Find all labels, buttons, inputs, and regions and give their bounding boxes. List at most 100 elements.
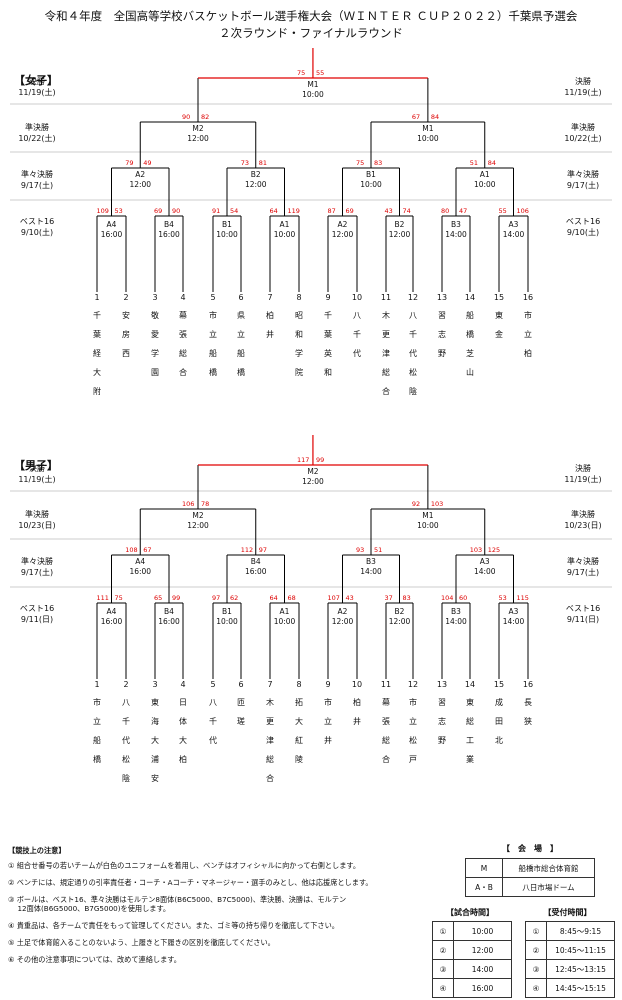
r16-score-right: 119 <box>287 207 300 215</box>
team-number: 2 <box>123 293 129 302</box>
r16-score-right: 99 <box>172 594 181 602</box>
page-title: 令和４年度 全国高等学校バスケットボール選手権大会（ＷＩＮＴＥＲ ＣＵＰ２０２２… <box>44 9 578 23</box>
match-code: M1 <box>307 80 319 89</box>
team-name: 安 房 西 <box>122 311 130 358</box>
match-code: A4 <box>106 607 117 616</box>
team-name: 市 立 船 橋 <box>209 311 217 377</box>
r16-score-right: 115 <box>516 594 529 602</box>
team-name: 千 葉 英 和 <box>324 311 332 377</box>
team-name: 八 千 代 <box>209 698 217 745</box>
venue-heading: 【 会 場 】 <box>502 844 558 853</box>
slot-time: 14:45～15:15 <box>546 978 615 998</box>
women-round-date-left: 10/22(土) <box>18 134 56 143</box>
note-item: ⑤ 土足で体育館入ることのないよう、上履きと下履きの区別を徹底してください。 <box>8 938 275 947</box>
match-time: 10:00 <box>302 90 324 99</box>
women-round-date-right: 10/22(土) <box>564 134 602 143</box>
match-time: 14:00 <box>502 617 525 626</box>
women-round-date-right: 9/10(土) <box>566 228 600 237</box>
match-time: 10:00 <box>273 230 296 239</box>
slot-time: 12:00 <box>453 940 512 960</box>
men-round-date-right: 9/17(土) <box>566 568 600 577</box>
match-code: A2 <box>135 170 146 179</box>
r16-score-left: 69 <box>154 207 163 215</box>
match-code: B1 <box>222 607 232 616</box>
table-row: M 船橋市総合体育館 <box>465 858 595 878</box>
team-number: 12 <box>407 680 419 689</box>
team-number: 14 <box>464 293 476 302</box>
men-round-date-right: 9/11(日) <box>566 615 600 624</box>
men-round-label-right: 決勝 <box>575 464 591 473</box>
match-time: 16:00 <box>158 230 180 239</box>
r16-score-right: 75 <box>114 594 123 602</box>
match-time: 16:00 <box>100 230 123 239</box>
match-code: A1 <box>279 220 290 229</box>
team-number: 8 <box>296 293 302 302</box>
note-item: ② ベンチには、規定通りの引率責任者・コーチ・Aコーチ・マネージャー・選手のみと… <box>8 878 373 887</box>
team-number: 7 <box>267 293 273 302</box>
quarter-score-left: 112 <box>240 546 254 554</box>
match-code: B2 <box>394 607 405 616</box>
match-code: A4 <box>106 220 117 229</box>
slot-time: 8:45～9:15 <box>546 921 615 941</box>
match-code: M2 <box>192 511 204 520</box>
r16-score-left: 64 <box>269 594 278 602</box>
slot-number: ④ <box>432 978 454 998</box>
match-time: 14:00 <box>445 230 467 239</box>
r16-score-right: 69 <box>345 207 354 215</box>
team-number: 3 <box>152 293 158 302</box>
final-score-left: 75 <box>296 69 306 77</box>
note-item: ④ 貴重品は、各チームで責任をもって管理してください。また、ゴミ等の持ち帰りを徹… <box>8 921 339 930</box>
quarter-score-left: 79 <box>125 159 134 167</box>
men-round-label-left: 準決勝 <box>25 510 49 519</box>
semi-score-left: 106 <box>182 500 195 508</box>
match-time: 10:00 <box>216 617 238 626</box>
match-code: A1 <box>279 607 290 616</box>
match-time: 16:00 <box>158 617 180 626</box>
team-number: 13 <box>436 293 448 302</box>
quarter-score-left: 75 <box>356 159 365 167</box>
men-round-date-left: 11/19(土) <box>18 475 56 484</box>
match-time: 12:00 <box>388 617 411 626</box>
final-score-right: 99 <box>315 456 325 464</box>
match-time: 12:00 <box>244 180 267 189</box>
slot-time: 10:00 <box>453 921 512 941</box>
match-time: 10:00 <box>360 180 382 189</box>
match-code: B1 <box>222 220 232 229</box>
notes-heading: 【競技上の注意】 <box>8 846 66 855</box>
women-round-label-right: 決勝 <box>575 77 591 86</box>
team-name: 市 立 船 橋 <box>93 698 101 764</box>
team-number: 16 <box>522 293 534 302</box>
men-round-date-left: 9/11(日) <box>20 615 54 624</box>
men-round-label-right: ベスト16 <box>565 604 601 613</box>
r16-score-left: 104 <box>441 594 454 602</box>
slot-number: ③ <box>525 959 547 979</box>
venue-name: 八日市場ドーム <box>502 877 595 897</box>
men-section-label: 【男子】 <box>14 459 58 472</box>
match-time: 12:00 <box>388 230 411 239</box>
match-code: B3 <box>451 220 461 229</box>
team-name: 東 総 工 業 <box>466 698 474 764</box>
r16-score-left: 37 <box>384 594 393 602</box>
quarter-score-right: 51 <box>374 546 383 554</box>
slot-number: ② <box>432 940 454 960</box>
match-code: B3 <box>451 607 461 616</box>
match-time: 16:00 <box>129 567 152 576</box>
team-number: 5 <box>210 680 216 689</box>
match-code: B2 <box>394 220 405 229</box>
r16-score-left: 80 <box>441 207 450 215</box>
slot-number: ② <box>525 940 547 960</box>
note-item: ① 組合せ番号の若いチームが白色のユニフォームを着用し、ベンチはオフィシャルに向… <box>8 861 361 870</box>
team-name: 柏 井 <box>266 311 274 339</box>
match-code: A1 <box>479 170 490 179</box>
slot-number: ① <box>432 921 454 941</box>
team-number: 15 <box>493 680 505 689</box>
match-time: 12:00 <box>187 134 209 143</box>
semi-score-left: 67 <box>411 113 421 121</box>
women-round-label-right: ベスト16 <box>565 217 601 226</box>
